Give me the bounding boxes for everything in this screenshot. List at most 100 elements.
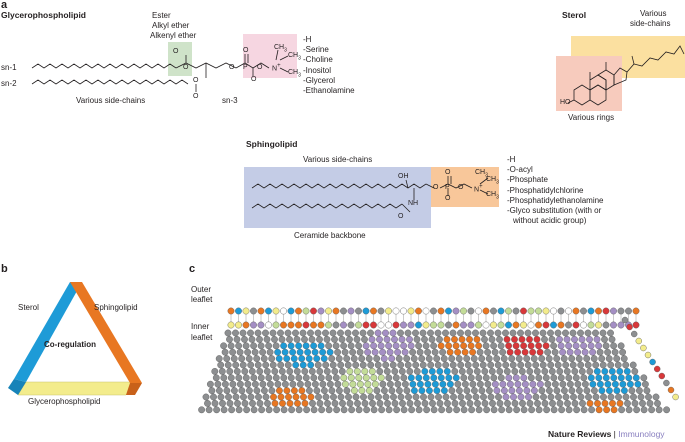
inner-leaflet-lipid bbox=[365, 387, 373, 394]
inner-leaflet-lipid bbox=[610, 321, 617, 329]
atom-o-ester: O bbox=[173, 48, 179, 55]
sphingo-o-amide: O bbox=[398, 213, 404, 220]
inner-leaflet-lipid bbox=[233, 367, 241, 375]
inner-leaflet-lipid bbox=[388, 387, 396, 394]
inner-leaflet-lipid bbox=[280, 342, 287, 350]
inner-leaflet-lipid bbox=[265, 406, 273, 414]
inner-leaflet-lipid bbox=[412, 393, 420, 401]
sphingo-oh-label: OH bbox=[398, 173, 409, 180]
inner-leaflet-lipid bbox=[328, 355, 336, 362]
inner-leaflet-lipid bbox=[490, 321, 497, 329]
inner-leaflet-lipid bbox=[562, 329, 569, 337]
edge-lipid bbox=[626, 323, 633, 331]
inner-leaflet-lipid bbox=[225, 393, 232, 401]
inner-leaflet-lipid bbox=[301, 367, 309, 375]
inner-leaflet-lipid bbox=[452, 374, 460, 382]
inner-leaflet-lipid bbox=[337, 393, 345, 401]
inner-leaflet-lipid bbox=[370, 321, 377, 329]
inner-leaflet-lipid bbox=[440, 387, 448, 394]
inner-leaflet-lipid bbox=[573, 406, 580, 414]
edge-lipid bbox=[644, 351, 652, 359]
sn1-label: sn-1 bbox=[1, 63, 17, 72]
inner-leaflet-lipid bbox=[250, 342, 258, 350]
inner-leaflet-lipid bbox=[413, 335, 421, 343]
inner-leaflet-lipid bbox=[412, 329, 419, 337]
inner-leaflet-lipid bbox=[280, 406, 288, 414]
inner-leaflet-lipid bbox=[487, 361, 495, 369]
inner-leaflet-lipid bbox=[518, 367, 526, 375]
inner-leaflet-lipid bbox=[550, 374, 558, 382]
inner-leaflet-lipid bbox=[569, 361, 577, 369]
inner-leaflet-lipid bbox=[475, 374, 483, 382]
inner-leaflet-lipid bbox=[420, 393, 427, 401]
inner-leaflet-lipid bbox=[364, 380, 372, 388]
inner-leaflet-lipid bbox=[480, 393, 487, 401]
inner-leaflet-lipid bbox=[466, 399, 474, 407]
inner-leaflet-lipid bbox=[646, 399, 654, 407]
inner-leaflet-lipid bbox=[479, 361, 487, 369]
inner-leaflet-lipid bbox=[371, 348, 379, 356]
inner-leaflet-lipid bbox=[511, 399, 519, 407]
sphingo-o-bottom: O bbox=[445, 195, 451, 202]
inner-leaflet-lipid bbox=[472, 361, 480, 369]
inner-leaflet-lipid bbox=[271, 367, 279, 375]
inner-leaflet-lipid bbox=[235, 374, 243, 382]
inner-leaflet-lipid bbox=[527, 321, 535, 329]
inner-leaflet-lipid bbox=[484, 348, 491, 356]
inner-leaflet-lipid bbox=[505, 374, 513, 382]
inner-leaflet-lipid bbox=[358, 387, 366, 394]
inner-leaflet-lipid bbox=[648, 406, 655, 414]
inner-leaflet-lipid bbox=[565, 374, 573, 382]
inner-leaflet-lipid bbox=[529, 380, 537, 388]
outer-leaflet-lipid bbox=[227, 307, 235, 315]
edge-lipid bbox=[640, 344, 647, 352]
inner-leaflet-lipid bbox=[330, 393, 337, 401]
inner-leaflet-lipid bbox=[242, 342, 250, 350]
outer-leaflet-label-1: Outer bbox=[191, 285, 212, 294]
inner-leaflet-lipid bbox=[370, 374, 378, 382]
inner-leaflet-lipid bbox=[407, 374, 415, 382]
inner-leaflet-lipid bbox=[464, 361, 472, 369]
inner-leaflet-lipid bbox=[663, 406, 670, 414]
outer-leaflet-lipid bbox=[602, 307, 610, 315]
inner-leaflet-lipid bbox=[544, 380, 552, 388]
outer-leaflet-lipid bbox=[265, 307, 272, 315]
inner-leaflet-lipid bbox=[616, 399, 624, 407]
sphingo-ch3-top-sub: 3 bbox=[485, 172, 488, 179]
inner-leaflet-lipid bbox=[526, 399, 534, 407]
inner-leaflet-lipid bbox=[553, 355, 561, 362]
inner-leaflet-lipid bbox=[459, 399, 466, 407]
sterol-rings-label: Various rings bbox=[568, 113, 615, 122]
inner-leaflet-lipid bbox=[403, 355, 411, 362]
inner-leaflet-lipid bbox=[574, 380, 582, 388]
inner-leaflet-lipid bbox=[247, 393, 255, 401]
inner-leaflet-lipid bbox=[415, 406, 423, 414]
inner-leaflet-lipid bbox=[393, 406, 400, 414]
inner-leaflet-lipid bbox=[434, 329, 442, 337]
inner-leaflet-lipid bbox=[334, 348, 341, 356]
inner-leaflet-lipid bbox=[220, 374, 228, 382]
inner-leaflet-lipid bbox=[337, 329, 344, 337]
inner-leaflet-lipid bbox=[538, 355, 546, 362]
edge-lipid bbox=[649, 358, 656, 366]
inner-leaflet-lipid bbox=[230, 387, 238, 394]
glycero-sidechains-label: Various side-chains bbox=[76, 96, 146, 105]
outer-leaflet-lipid bbox=[520, 307, 527, 315]
inner-leaflet-lipid bbox=[478, 355, 486, 362]
inner-leaflet-lipid bbox=[290, 387, 298, 394]
inner-leaflet-lipid bbox=[457, 361, 465, 369]
inner-leaflet-lipid bbox=[250, 406, 258, 414]
inner-leaflet-lipid bbox=[271, 335, 278, 343]
inner-leaflet-lipid bbox=[310, 406, 318, 414]
inner-leaflet-lipid bbox=[500, 387, 508, 394]
inner-leaflet-lipid bbox=[316, 335, 323, 343]
atom-o-phos3: O bbox=[251, 76, 257, 83]
inner-leaflet-lipid bbox=[407, 321, 415, 329]
inner-leaflet-lipid bbox=[292, 329, 299, 337]
inner-leaflet-lipid bbox=[314, 329, 322, 337]
atom-o-sn2b: O bbox=[193, 93, 199, 100]
inner-leaflet-lipid bbox=[406, 399, 414, 407]
inner-leaflet-lipid bbox=[433, 387, 441, 394]
inner-leaflet-lipid bbox=[302, 321, 310, 329]
inner-leaflet-lipid bbox=[558, 406, 565, 414]
